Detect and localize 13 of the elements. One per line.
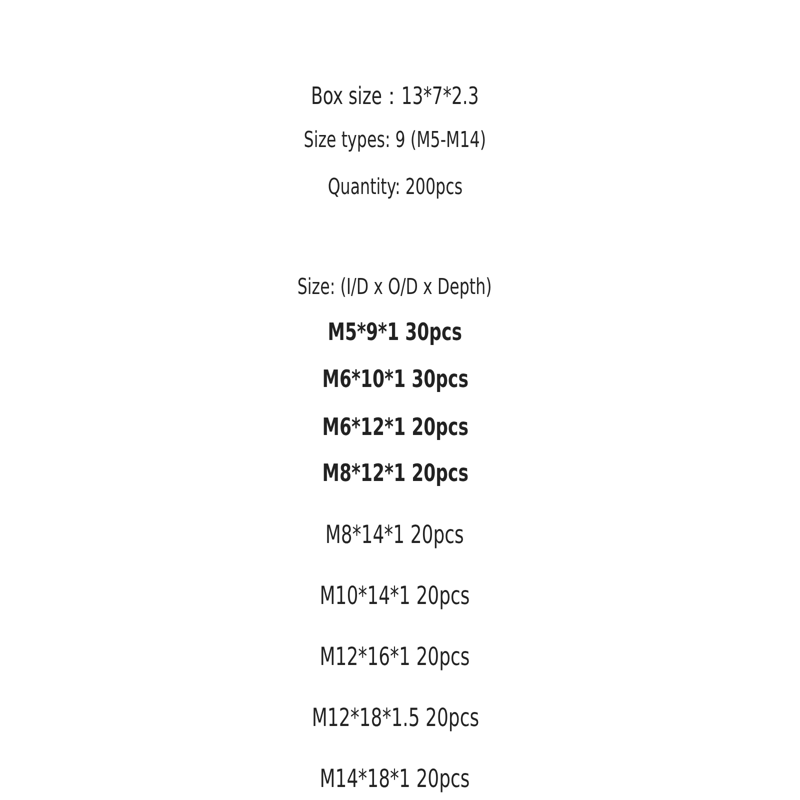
spec-text: Quantity: 200pcs <box>328 174 462 200</box>
size-text: M8*12*1 20pcs <box>322 459 468 488</box>
size-text: M12*16*1 20pcs <box>320 642 470 670</box>
spec-text: Size types: 9 (M5-M14) <box>304 128 486 153</box>
size-text: M5*9*1 30pcs <box>328 318 462 346</box>
size-text: M8*14*1 20pcs <box>326 520 464 548</box>
spec-text: Size: (I/D x O/D x Depth) <box>298 274 492 300</box>
size-text: M12*18*1.5 20pcs <box>311 702 479 732</box>
size-text: M6*12*1 20pcs <box>322 413 468 442</box>
size-text: M10*14*1 20pcs <box>320 580 470 610</box>
size-text: M6*10*1 30pcs <box>322 365 468 394</box>
size-text: M14*18*1 20pcs <box>320 764 470 792</box>
spec-text: Box size：13*7*2.3 <box>311 81 479 112</box>
